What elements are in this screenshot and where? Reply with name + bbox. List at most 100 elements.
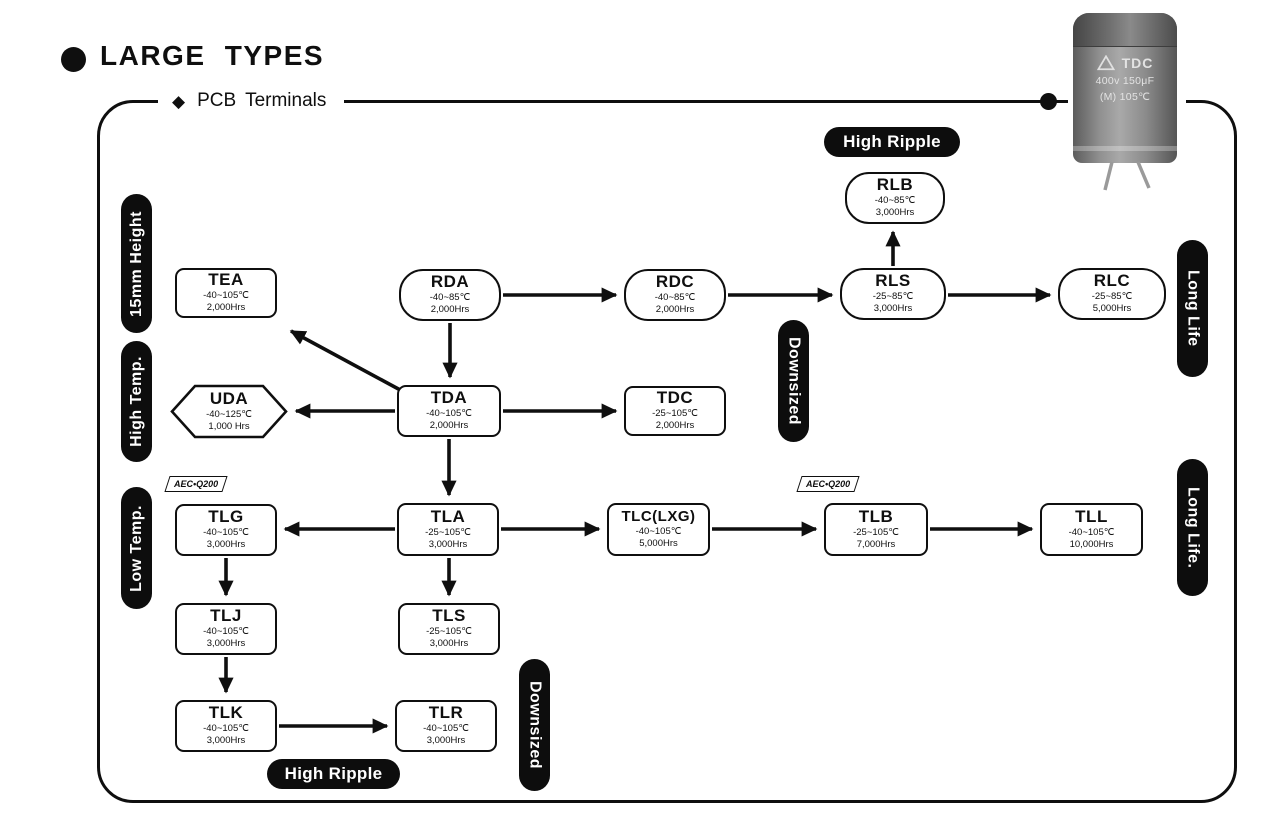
node-temp: -40~105℃ xyxy=(203,723,249,735)
node-temp: -40~105℃ xyxy=(203,290,249,302)
node-hours: 3,000Hrs xyxy=(206,735,246,747)
aec-q200-label: AEC•Q200 xyxy=(805,479,851,489)
pill-high-temp: High Temp. xyxy=(121,341,152,462)
node-temp: -40~125℃ xyxy=(206,408,252,420)
node-title: RDC xyxy=(655,272,695,292)
pill-downsized-right: Downsized xyxy=(778,320,809,442)
node-title: TEA xyxy=(208,270,244,290)
hexagon-shape xyxy=(170,384,288,439)
node-hours: 7,000Hrs xyxy=(856,538,896,550)
node-hours: 2,000Hrs xyxy=(655,304,695,316)
node-title: RLC xyxy=(1093,271,1131,291)
node-title: TLA xyxy=(430,506,466,526)
pill-high-ripple-top: High Ripple xyxy=(824,127,960,157)
node-title: TLL xyxy=(1075,506,1108,526)
node-temp: -40~105℃ xyxy=(423,723,469,735)
node-temp: -40~85℃ xyxy=(654,292,696,304)
node-temp: -40~85℃ xyxy=(874,195,916,207)
brand-logo-icon xyxy=(1096,55,1115,71)
node-hours: 10,000Hrs xyxy=(1069,538,1114,550)
aec-q200-label: AEC•Q200 xyxy=(173,479,219,489)
diagram-frame xyxy=(97,100,1237,803)
node-title: RLS xyxy=(875,271,911,291)
node-temp: -40~85℃ xyxy=(429,292,471,304)
node-title: TLK xyxy=(208,703,244,723)
aec-q200-badge-right: AEC•Q200 xyxy=(796,476,860,492)
capacitor-series: TDC xyxy=(1121,55,1154,71)
node-temp: -25~105℃ xyxy=(425,526,471,538)
node-hours: 3,000Hrs xyxy=(875,207,915,219)
capacitor-spec-1: 400v 150μF xyxy=(1095,75,1155,87)
pill-long-life-bottom: Long Life. xyxy=(1177,459,1208,596)
node-title: RDA xyxy=(430,272,470,292)
node-temp: -40~105℃ xyxy=(426,408,472,420)
capacitor-leads xyxy=(1103,161,1151,191)
pill-long-life-top: Long Life xyxy=(1177,240,1208,377)
node-title: TDA xyxy=(430,388,468,408)
node-title: TLS xyxy=(432,606,466,626)
page-title: LARGE TYPES xyxy=(100,40,325,71)
node-title: RLB xyxy=(876,175,914,195)
node-hours: 2,000Hrs xyxy=(206,302,246,314)
node-hours: 5,000Hrs xyxy=(639,537,678,549)
pill-label: Low Temp. xyxy=(127,504,145,592)
node-temp: -40~105℃ xyxy=(203,626,249,638)
capacitor-crimp xyxy=(1073,146,1177,151)
pill-low-temp: Low Temp. xyxy=(121,487,152,609)
node-temp: -25~105℃ xyxy=(652,408,698,420)
pill-15mm-height: 15mm Height xyxy=(121,194,152,333)
pill-label: Downsized xyxy=(785,336,803,426)
diamond-icon: ◆ xyxy=(172,91,186,111)
node-hours: 3,000Hrs xyxy=(426,735,466,747)
node-hours: 2,000Hrs xyxy=(429,420,469,432)
node-hours: 5,000Hrs xyxy=(1092,303,1132,315)
node-temp: -40~105℃ xyxy=(203,527,249,539)
node-temp: -25~105℃ xyxy=(426,626,472,638)
node-hours: 2,000Hrs xyxy=(655,420,695,432)
node-temp: -40~105℃ xyxy=(635,525,682,537)
node-hours: 1,000 Hrs xyxy=(208,420,250,432)
pill-label: High Ripple xyxy=(284,764,383,783)
aec-q200-badge-left: AEC•Q200 xyxy=(164,476,228,492)
node-hours: 2,000Hrs xyxy=(430,304,470,316)
node-title: TLJ xyxy=(210,606,242,626)
pill-label: Long Life. xyxy=(1184,486,1202,569)
pill-high-ripple-bottom: High Ripple xyxy=(267,759,400,789)
node-hours: 3,000Hrs xyxy=(206,539,246,551)
capacitor-body: TDC 400v 150μF (M) 105℃ xyxy=(1073,13,1177,163)
capacitor-print: TDC 400v 150μF (M) 105℃ xyxy=(1073,55,1177,103)
node-hours: 3,000Hrs xyxy=(206,638,246,650)
node-title: UDA xyxy=(209,388,249,408)
arrow-tda-tea xyxy=(289,329,405,394)
node-temp: -25~105℃ xyxy=(853,526,899,538)
node-temp: -25~85℃ xyxy=(872,291,914,303)
pill-label: 15mm Height xyxy=(127,210,145,317)
capacitor-photo: TDC 400v 150μF (M) 105℃ xyxy=(1068,8,1186,194)
pill-label: High Temp. xyxy=(127,356,145,447)
node-hours: 3,000Hrs xyxy=(873,303,913,315)
pill-label: Downsized xyxy=(526,680,544,770)
node-hours: 3,000Hrs xyxy=(428,538,468,550)
subtitle-text: PCB Terminals xyxy=(197,90,327,111)
pill-label: High Ripple xyxy=(843,132,941,151)
node-title: TLG xyxy=(208,507,244,527)
node-title: TLR xyxy=(428,703,464,723)
node-temp: -40~105℃ xyxy=(1068,526,1115,538)
